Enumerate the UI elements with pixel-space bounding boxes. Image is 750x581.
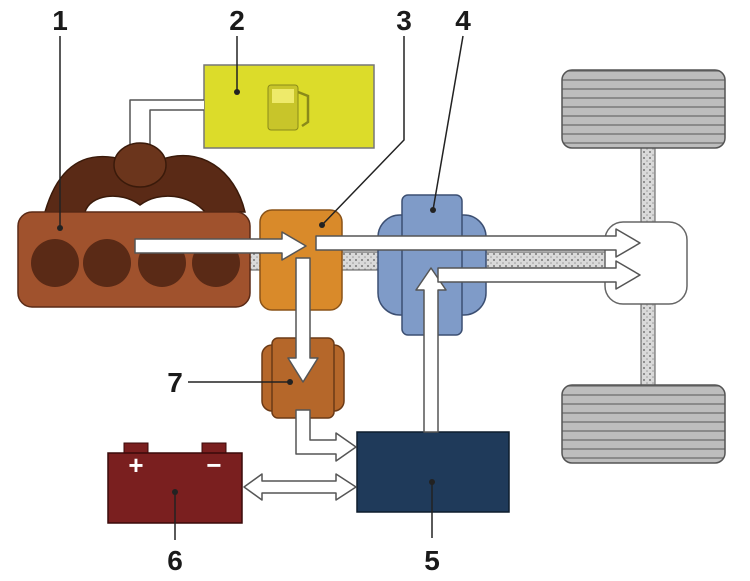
callout-4-motor: 4 [455,5,471,36]
leader-3 [321,36,405,226]
callout-1-engine: 1 [52,5,68,36]
callout-2-fuel-tank: 2 [229,5,245,36]
lower-wheel [561,384,726,464]
engine-block [17,211,251,308]
fuel-pump-icon [267,84,310,131]
fuel-tank [203,64,375,149]
electric-drive-arrow [415,260,641,433]
split-to-generator-arrow [287,257,319,383]
inverter [356,431,510,513]
intake-manifold [44,142,246,213]
battery-minus-sign: − [206,450,221,480]
generator-to-inverter-arrow [295,409,357,462]
callout-leaders [59,35,464,540]
battery-plus-sign: + [128,450,143,480]
engine-output-arrow [134,231,307,261]
battery-inverter-arrow [243,473,357,501]
callout-6-battery: 6 [167,545,183,576]
callout-dots [57,89,436,495]
leader-4 [432,35,464,211]
mechanical-drive-arrow [315,228,641,258]
callout-3-power-split: 3 [396,5,412,36]
cylinder [83,239,131,287]
callout-7-generator: 7 [167,367,183,398]
upper-wheel [561,69,726,149]
cylinder [31,239,79,287]
callout-5-inverter: 5 [424,545,440,576]
